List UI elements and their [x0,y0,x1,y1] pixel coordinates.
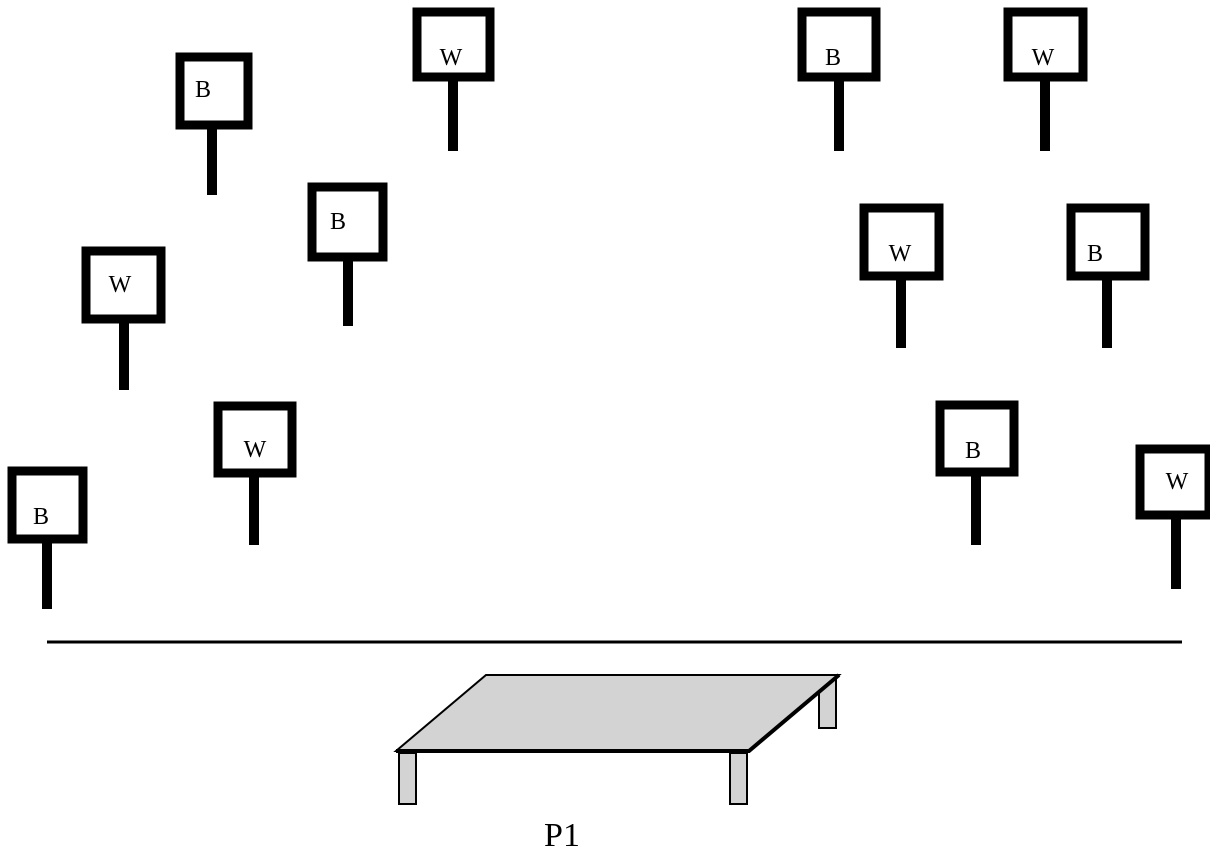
sign-label: B [825,45,841,71]
sign-label: B [195,77,211,103]
sign-board [797,7,881,82]
sign-label: W [1166,469,1189,495]
sign-left-6: B [7,466,88,609]
sign-label: W [109,272,132,298]
sign-label: B [965,438,981,464]
table-top [393,674,842,752]
table-top-edge [396,673,841,753]
sign-left-2: W [412,7,495,151]
sign-board [307,182,388,262]
sign-left-4: W [81,246,166,390]
sign-board [1066,203,1150,281]
sign-board [7,466,88,544]
sign-left-1: B [175,52,253,195]
sign-right-5: B [935,400,1019,545]
sign-right-1: B [797,7,881,151]
sign-right-3: W [859,203,944,348]
table [393,673,842,805]
table-leg-front-left [398,752,417,805]
table-caption: P1 [544,817,580,854]
table-leg-front-right [729,752,748,805]
sign-label: W [889,241,912,267]
sign-right-6: W [1135,444,1210,589]
sign-label: B [33,504,49,530]
sign-label: W [1032,45,1055,71]
sign-left-3: B [307,182,388,326]
sign-label: W [244,437,267,463]
sign-right-2: W [1003,7,1088,151]
sign-board [1003,7,1088,82]
sign-right-4: B [1066,203,1150,348]
sign-left-5: W [213,401,297,545]
sign-board [213,401,297,478]
sign-board [175,52,253,130]
sign-label: B [1087,241,1103,267]
sign-label: W [440,45,463,71]
sign-label: B [330,209,346,235]
sign-board [1135,444,1210,520]
